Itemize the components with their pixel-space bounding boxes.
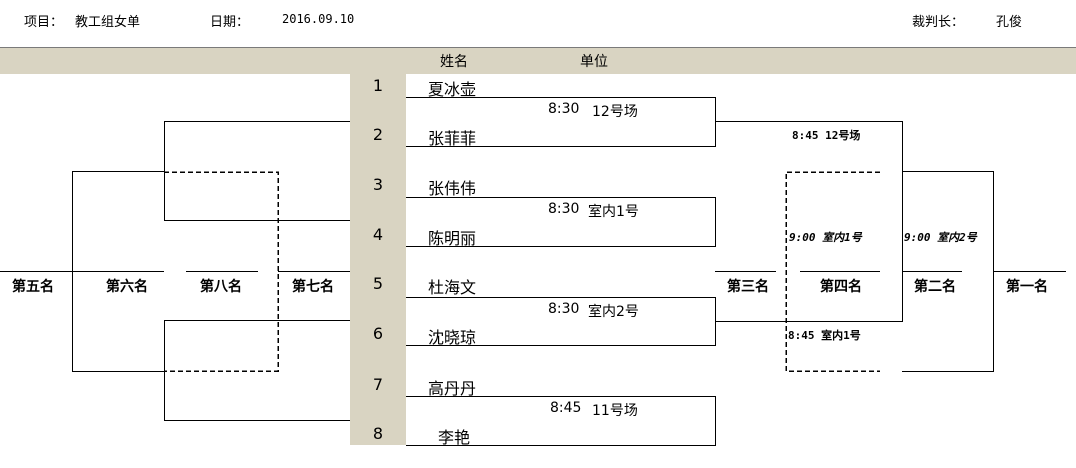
seed-5: 5 [372,274,384,293]
referee-label: 裁判长： [912,15,965,30]
seed-8: 8 [372,424,384,443]
player-name: 夏冰壶 [428,80,477,99]
place-fourth: 第四名 [820,279,862,295]
project-value: 教工组女单 [75,15,141,30]
match-3-time: 8:30 [548,301,580,317]
player-name: 张菲菲 [428,129,477,148]
column-header-name: 姓名 [440,54,468,70]
player-name: 陈明丽 [428,229,477,248]
semi-bottom-info: 8:45 室内1号 [788,329,861,342]
place-eighth: 第八名 [200,279,242,295]
column-header-unit: 单位 [580,54,608,70]
place-third: 第三名 [727,279,769,295]
seed-6: 6 [372,324,384,343]
seed-3: 3 [372,175,384,194]
player-name: 沈晓琼 [428,328,477,347]
match-1-venue: 12号场 [592,104,638,120]
player-name: 张伟伟 [428,179,477,198]
seed-4: 4 [372,225,384,244]
match-2-venue: 室内1号 [588,204,639,220]
third-match-info: 9:00 室内1号 [789,231,862,244]
third-place-dashed [785,171,880,372]
match-2-time: 8:30 [548,201,580,217]
place-seventh: 第七名 [292,279,334,295]
seed-2: 2 [372,125,384,144]
seed-column [350,73,406,445]
date-value: 2016.09.10 [282,12,355,26]
date-label: 日期： [210,15,250,30]
place-second: 第二名 [914,279,956,295]
final-match-info: 9:00 室内2号 [904,231,977,244]
semi-top-info: 8:45 12号场 [792,129,861,142]
seed-7: 7 [372,375,384,394]
place-fifth: 第五名 [12,279,54,295]
project-label: 项目： [24,15,64,30]
seed-1: 1 [372,76,384,95]
match-4-venue: 11号场 [592,403,638,419]
match-4-time: 8:45 [550,400,582,416]
seventh-place-dashed [164,171,279,372]
place-first: 第一名 [1006,279,1048,295]
place-sixth: 第六名 [106,279,148,295]
player-name: 杜海文 [428,278,477,297]
match-3-venue: 室内2号 [588,304,639,320]
player-name: 高丹丹 [428,379,477,398]
match-1-time: 8:30 [548,101,580,117]
referee-value: 孔俊 [996,15,1023,30]
player-name: 李艳 [438,428,471,447]
column-header-band [0,47,1076,74]
